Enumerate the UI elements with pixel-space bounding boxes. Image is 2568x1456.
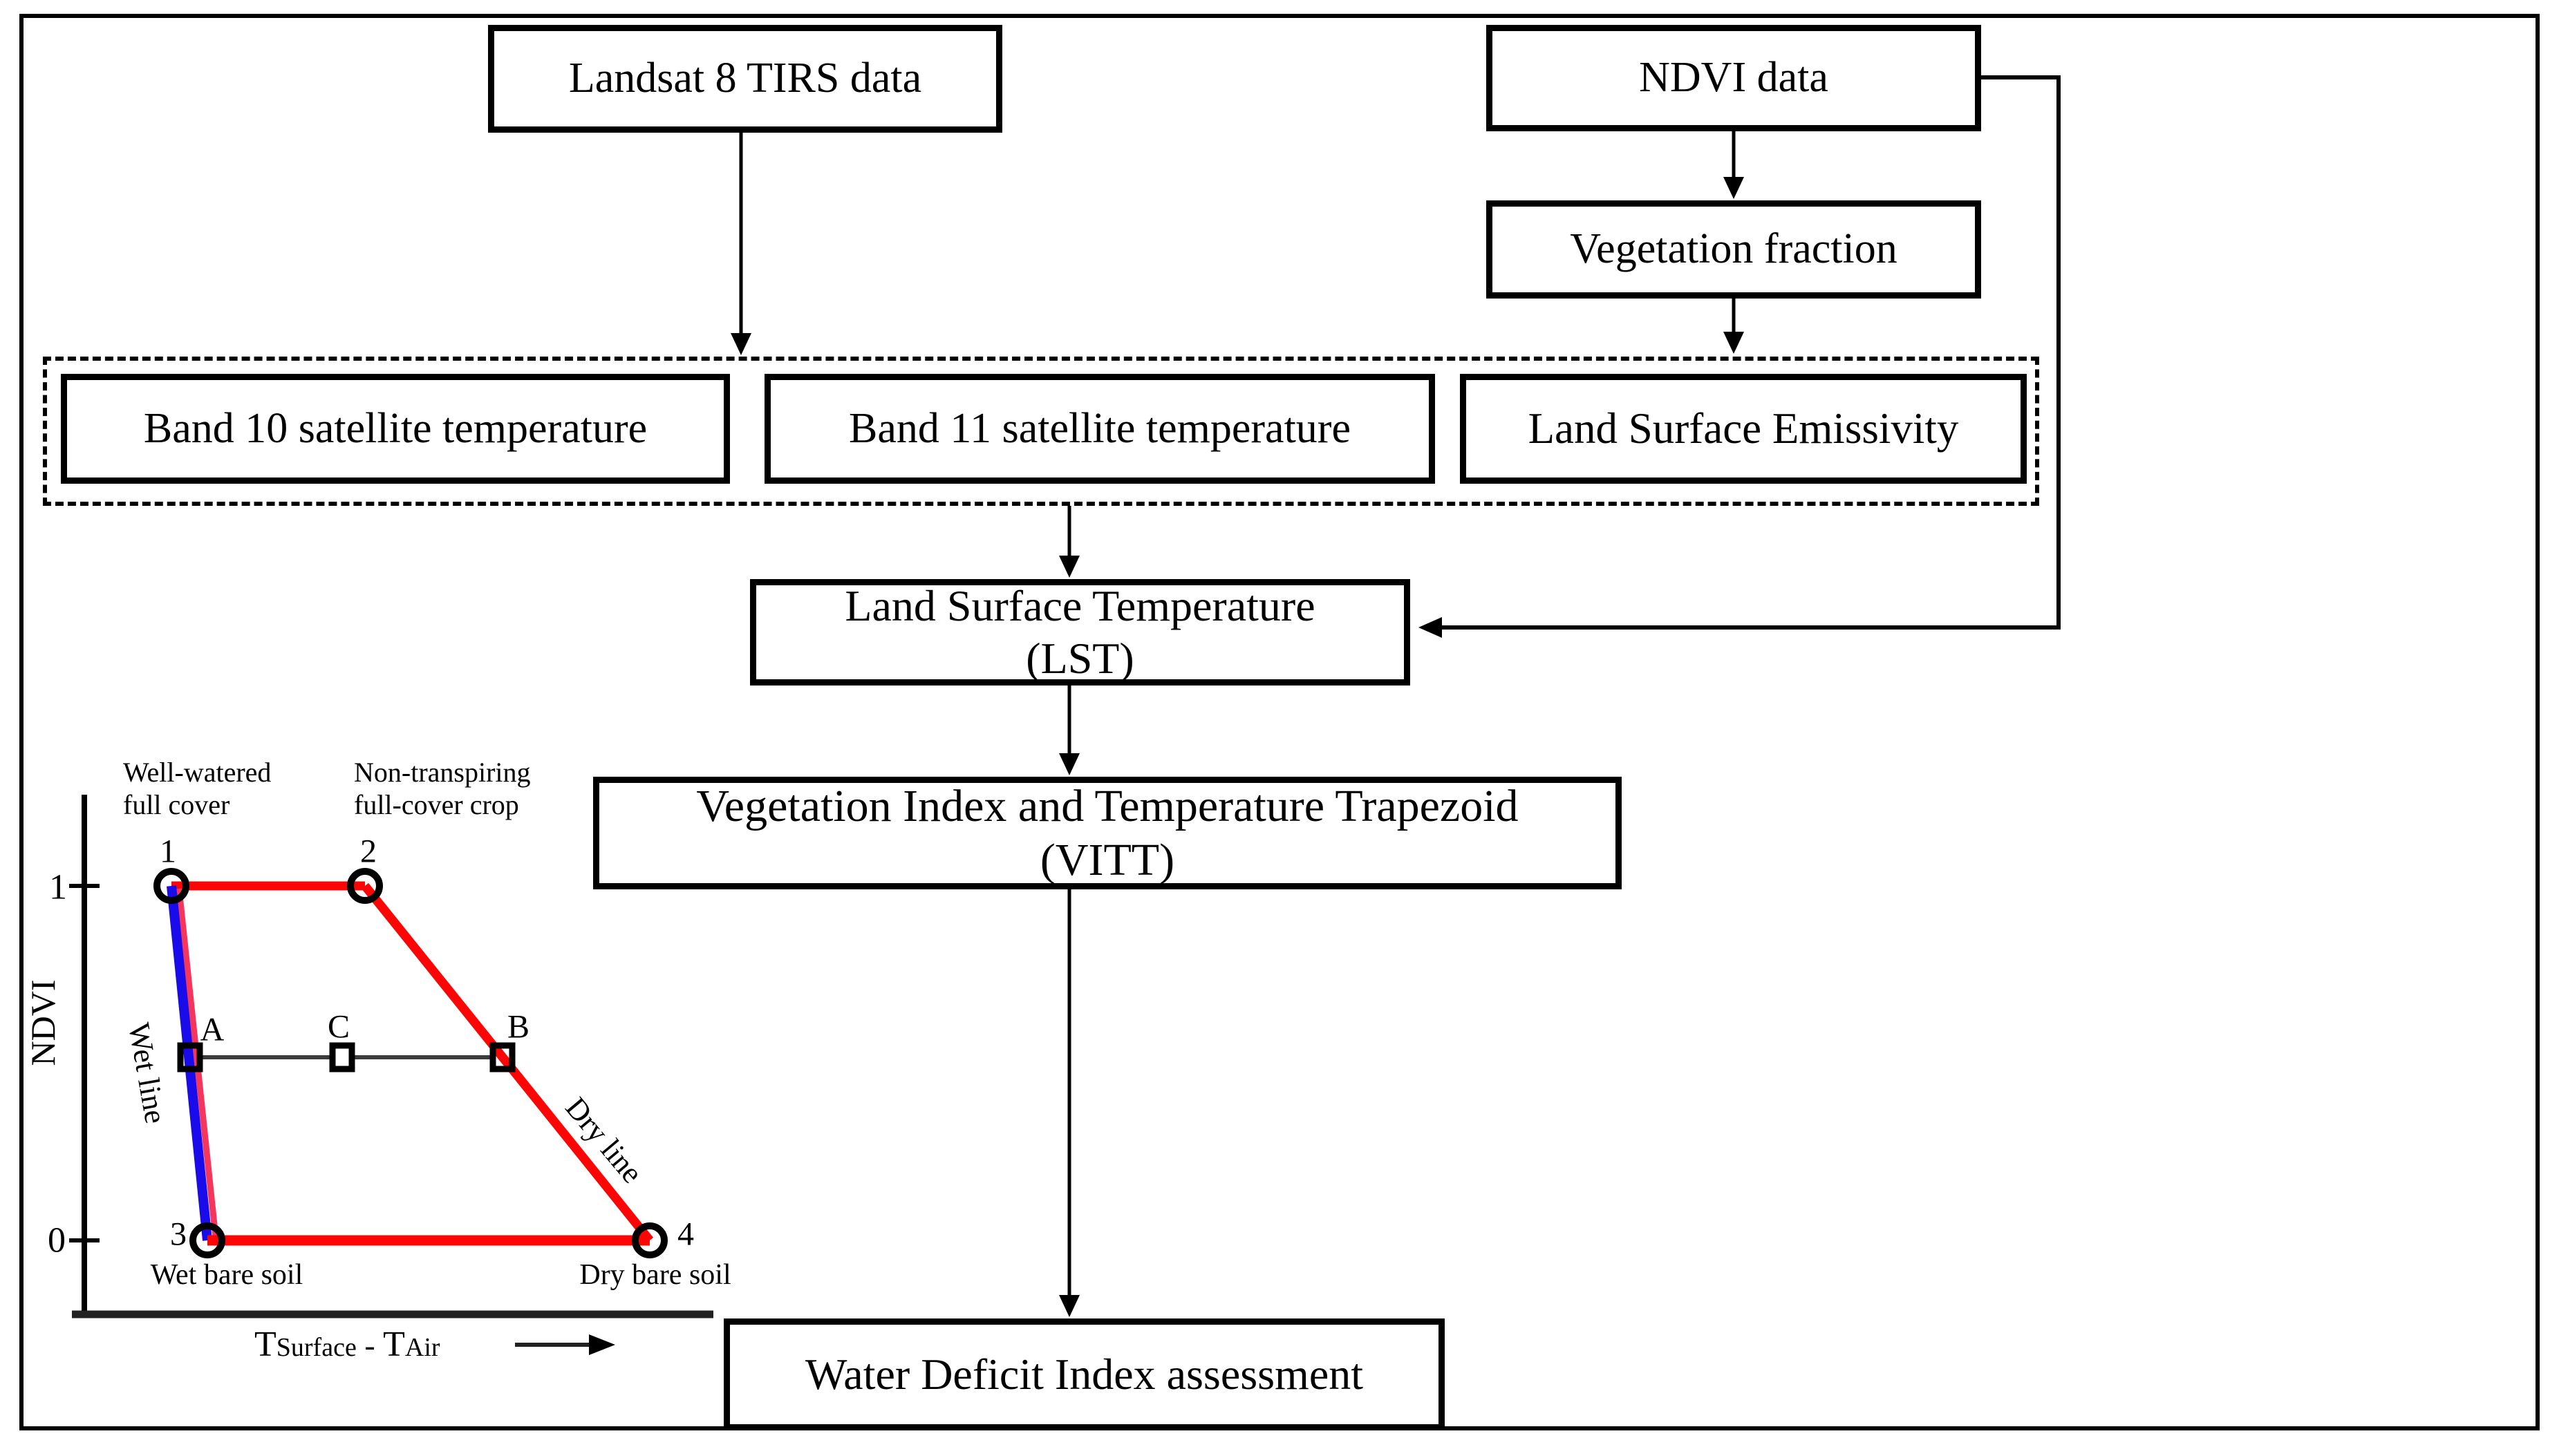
box-wdi-label: Water Deficit Index assessment — [805, 1350, 1363, 1399]
arrowhead-vegfraction-to-emissivity — [1723, 332, 1744, 354]
chart-y-tick-label-1: 1 — [49, 867, 67, 907]
chart-x-axis-title: TSurface - TAir — [254, 1324, 440, 1365]
vertex-1-circle — [153, 868, 189, 904]
vertex-3-circle — [189, 1222, 225, 1258]
box-ndvi-data: NDVI data — [1486, 25, 1981, 131]
vertex-2-number: 2 — [360, 833, 377, 870]
arrowhead-ndvi-to-lst-feedback — [1418, 617, 1442, 638]
annotation-non-transpiring-line2: full-cover crop — [354, 789, 519, 821]
vertex-1-number: 1 — [160, 833, 176, 870]
box-band10-temperature: Band 10 satellite temperature — [61, 374, 730, 484]
box-vitt: Vegetation Index and Temperature Trapezo… — [593, 777, 1622, 889]
box-water-deficit-index: Water Deficit Index assessment — [724, 1318, 1445, 1430]
dry-line — [361, 882, 654, 1244]
marker-c-square — [329, 1042, 355, 1072]
box-landsat-label: Landsat 8 TIRS data — [568, 55, 922, 102]
box-ndvi-label: NDVI data — [1639, 54, 1828, 102]
box-landsat-tirs-data: Landsat 8 TIRS data — [488, 25, 1002, 133]
connector-ndvi-to-lst-feedback — [1441, 75, 2061, 630]
x-axis-direction-arrowhead — [589, 1334, 615, 1355]
vertex-4-number: 4 — [677, 1216, 694, 1253]
arrowhead-bands-to-lst — [1059, 556, 1080, 578]
box-band10-label: Band 10 satellite temperature — [143, 404, 648, 452]
arrowhead-lst-to-vitt — [1059, 753, 1080, 775]
satellite-temperature-group-box — [43, 357, 2039, 506]
box-land-surface-emissivity: Land Surface Emissivity — [1460, 374, 2027, 484]
x-label-air-subscript: Air — [404, 1333, 440, 1362]
annotation-dry-bare-soil: Dry bare soil — [579, 1259, 731, 1291]
annotation-non-transpiring-crop: Non-transpiring full-cover crop — [354, 756, 568, 821]
annotation-well-watered-full-cover: Well-watered full cover — [123, 756, 310, 821]
vertex-3-number: 3 — [170, 1216, 187, 1253]
box-land-surface-temperature: Land Surface Temperature (LST) — [750, 579, 1410, 686]
vertex-2-circle — [347, 868, 383, 904]
x-label-surface-subscript: Surface — [276, 1333, 357, 1362]
box-vitt-label-line2: (VITT) — [1040, 834, 1175, 885]
box-vitt-label-line1: Vegetation Index and Temperature Trapezo… — [696, 780, 1519, 831]
wet-line — [167, 885, 212, 1241]
annotation-well-watered-line2: full cover — [123, 789, 230, 821]
box-emissivity-label: Land Surface Emissivity — [1528, 404, 1959, 453]
box-lst-label-line1: Land Surface Temperature — [845, 581, 1315, 631]
arrowhead-ndvi-to-vegfraction — [1723, 177, 1744, 199]
x-label-minus: - — [364, 1327, 375, 1363]
arrowhead-landsat-to-bands — [731, 333, 751, 355]
annotation-wet-bare-soil: Wet bare soil — [150, 1259, 303, 1291]
box-band11-label: Band 11 satellite temperature — [849, 404, 1351, 452]
box-band11-temperature: Band 11 satellite temperature — [765, 374, 1435, 484]
annotation-non-transpiring-line1: Non-transpiring — [354, 757, 531, 788]
chart-y-axis-title: NDVI — [24, 979, 62, 1066]
annotation-well-watered-line1: Well-watered — [123, 757, 272, 788]
marker-a-square — [177, 1042, 203, 1072]
marker-a-label: A — [200, 1011, 225, 1048]
marker-c-label: C — [327, 1008, 350, 1046]
arrowhead-vitt-to-wdi — [1059, 1295, 1080, 1317]
marker-b-square — [489, 1042, 516, 1072]
x-label-t-air: T — [383, 1325, 405, 1364]
box-vegetation-fraction-label: Vegetation fraction — [1570, 225, 1897, 273]
vertex-4-circle — [632, 1222, 668, 1258]
marker-b-label: B — [507, 1008, 530, 1046]
box-vegetation-fraction: Vegetation fraction — [1486, 200, 1981, 299]
chart-y-tick-label-0: 0 — [48, 1220, 66, 1260]
box-lst-label-line2: (LST) — [1026, 634, 1134, 683]
x-label-t-surface: T — [254, 1325, 277, 1364]
